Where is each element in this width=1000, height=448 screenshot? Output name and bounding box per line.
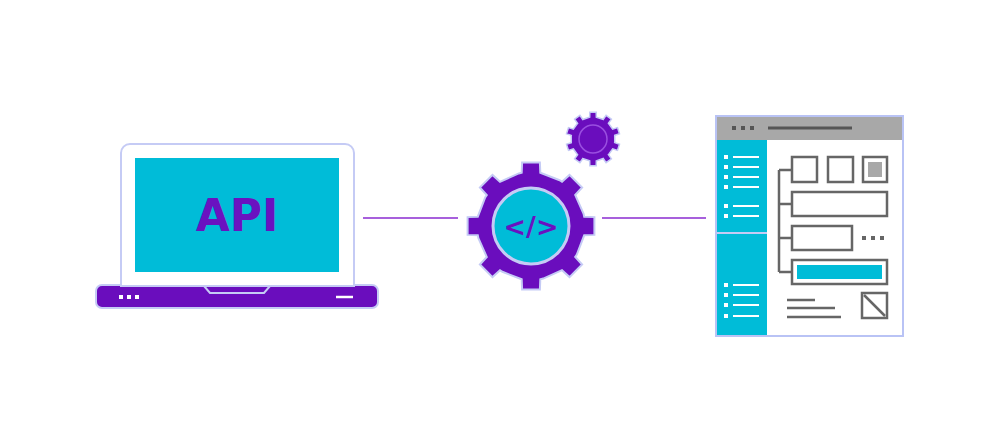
browser-outline <box>716 116 903 336</box>
small-gear <box>567 112 620 166</box>
list-bullet <box>724 214 728 218</box>
laptop-dot <box>127 295 131 299</box>
code-symbol: </> <box>503 211 558 242</box>
gear-center: </> <box>466 161 596 291</box>
list-bullet <box>724 165 728 169</box>
code-gear: </> <box>466 161 596 291</box>
list-line <box>733 176 759 178</box>
connector-line <box>363 217 458 219</box>
laptop-screen: API <box>135 158 339 272</box>
list-line <box>733 186 759 188</box>
ellipsis-dots <box>862 236 884 240</box>
content-tree <box>779 157 887 318</box>
bar-dot <box>741 126 745 130</box>
sidebar-divider <box>716 232 767 234</box>
list-bullet <box>724 185 728 189</box>
list-bullet <box>724 283 728 287</box>
list-bullet <box>724 155 728 159</box>
laptop-dash <box>336 296 353 299</box>
list-line <box>733 294 759 296</box>
laptop-dot <box>119 295 123 299</box>
browser-sidebar <box>716 140 767 336</box>
small-gear-ring <box>579 125 607 153</box>
laptop-screen-frame: API <box>120 143 355 287</box>
sidebar-items <box>724 155 759 318</box>
laptop-notch <box>204 286 270 293</box>
list-bullet <box>724 314 728 318</box>
list-line <box>733 156 759 158</box>
browser-bar <box>716 116 903 140</box>
list-line <box>733 166 759 168</box>
list-line <box>733 315 759 317</box>
list-line <box>733 304 759 306</box>
laptop-base <box>96 285 378 308</box>
list-bullet <box>724 293 728 297</box>
bar-line <box>768 127 852 130</box>
list-bullet <box>724 303 728 307</box>
list-line <box>733 284 759 286</box>
list-line <box>733 215 759 217</box>
browser-ground <box>716 116 903 336</box>
bar-dot <box>732 126 736 130</box>
bar-dot <box>750 126 754 130</box>
laptop-dot <box>135 295 139 299</box>
connector-wire <box>602 217 706 219</box>
list-bullet <box>724 175 728 179</box>
screen-label: API <box>196 190 279 241</box>
list-line <box>733 205 759 207</box>
list-bullet <box>724 204 728 208</box>
